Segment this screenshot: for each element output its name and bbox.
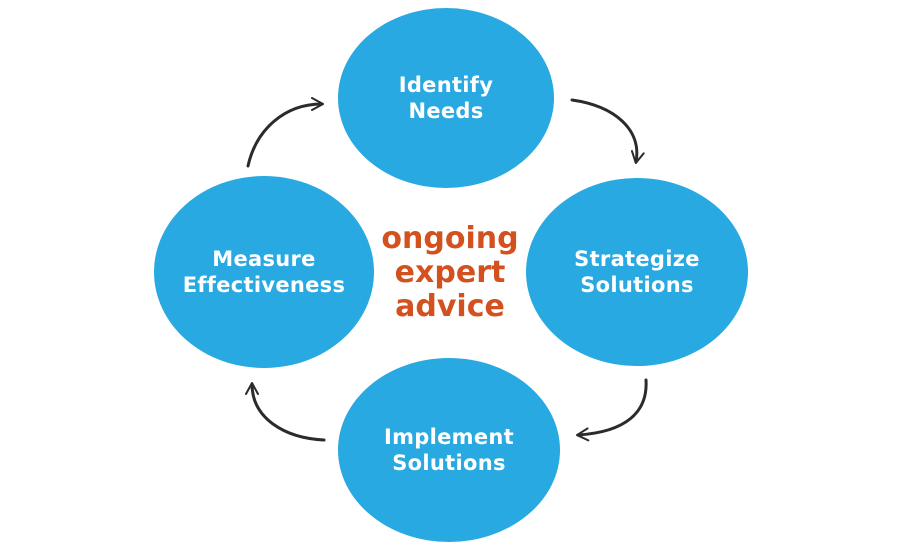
node-label-line: Identify [398, 73, 494, 97]
node-label-line: Measure [212, 247, 316, 271]
node-label-line: Effectiveness [182, 273, 346, 297]
node-label-line: Implement [384, 425, 514, 449]
node-label-line: Solutions [392, 451, 506, 475]
node-label-line: Needs [408, 99, 484, 123]
node-strategize-solutions: Strategize Solutions [526, 178, 748, 366]
arrow-left-to-top [246, 97, 324, 168]
center-label-line: ongoing [381, 221, 519, 256]
center-label-line: advice [395, 289, 505, 324]
node-label-line: Solutions [580, 273, 694, 297]
node-measure-effectiveness: Measure Effectiveness [154, 176, 374, 368]
node-identify-needs: Identify Needs [338, 8, 554, 188]
arrow-right-to-bottom [576, 378, 648, 442]
node-label-line: Strategize [574, 247, 700, 271]
node-implement-solutions: Implement Solutions [338, 358, 560, 542]
arrow-bottom-to-left [245, 382, 326, 442]
center-label: ongoing expert advice [370, 222, 530, 324]
arrow-top-to-right [570, 98, 645, 164]
center-label-line: expert [394, 255, 506, 290]
